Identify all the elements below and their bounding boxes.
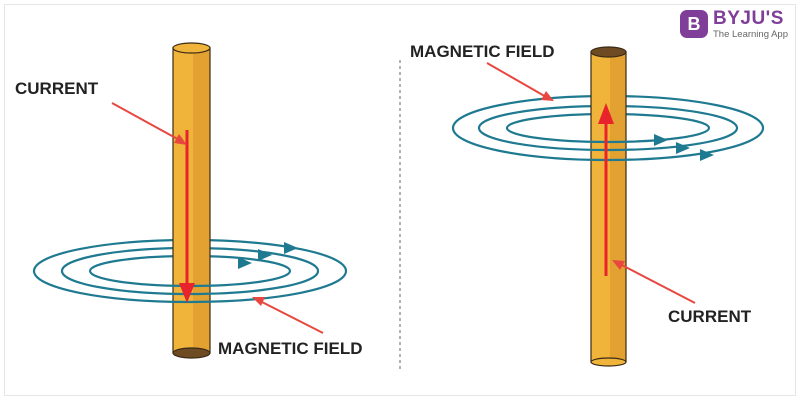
right-field-arrowhead-middle [676,142,690,154]
right-field-loop-outer-front [451,127,765,162]
left-wire-top-cap [172,42,211,54]
right-field-arrowhead-inner [654,134,668,146]
left-field-label: MAGNETIC FIELD [218,339,363,358]
right-field-pointer [486,62,549,99]
brand-logo: B BYJU'S The Learning App [680,4,796,44]
right-field-pointer-head [541,91,554,101]
right-field-loop-inner-front [505,127,711,144]
right-current-pointer [617,262,696,304]
left-panel: CURRENT MAGNETIC FIELD [15,42,363,359]
left-wire [172,42,211,359]
frame-border [4,4,796,396]
right-current-pointer-head [612,260,625,270]
right-wire [590,46,627,367]
right-wire-bottom-cap [590,357,627,367]
left-field-arrowhead-outer [284,242,298,254]
right-panel: MAGNETIC FIELD CURRENT [410,42,765,367]
left-current-pointer-head [174,134,187,145]
left-field-pointer [257,299,324,334]
right-field-loop-middle-front [477,127,739,152]
left-current-pointer [111,102,184,143]
left-field-arrowhead-middle [258,249,272,261]
left-current-arrowhead [179,283,195,303]
left-wire-shade [193,48,210,353]
brand-badge-icon: B [680,10,708,38]
right-field-label: MAGNETIC FIELD [410,42,555,61]
brand-tagline: The Learning App [713,29,789,40]
left-field-arrowhead-inner [238,257,252,269]
left-current-label: CURRENT [15,79,99,98]
right-current-label: CURRENT [668,307,752,326]
right-wire-top-end [590,46,627,58]
right-wire-shade [610,52,626,362]
right-field-arrowhead-outer [700,149,714,161]
right-current-arrowhead [598,103,614,124]
left-wire-bottom-end [172,347,211,359]
left-field-loop-outer-front [32,270,348,304]
brand-name: BYJU'S [713,8,784,29]
right-field-front [451,127,765,162]
left-field-pointer-head [252,297,265,306]
